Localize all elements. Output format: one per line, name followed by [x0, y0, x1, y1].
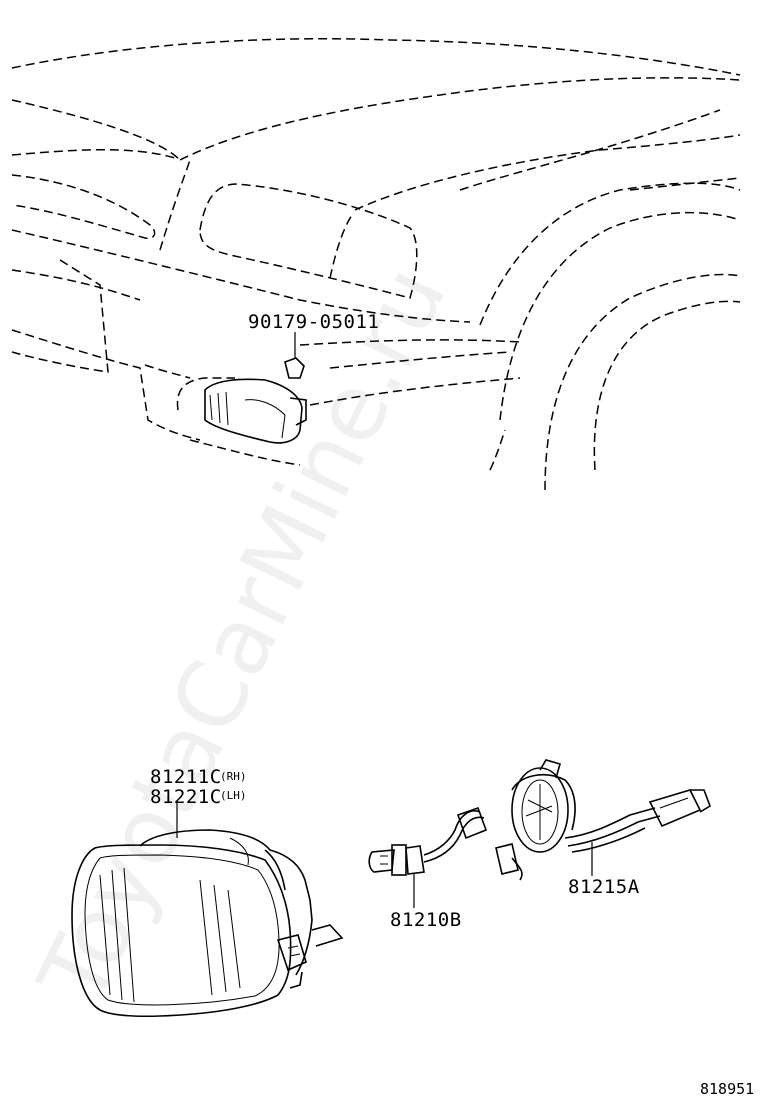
part-label-fog-lamp-rh: 81211C: [150, 766, 222, 788]
fog-lamp-assembly: [71, 829, 344, 1018]
reference-number: 818951: [700, 1080, 754, 1098]
part-label-socket-wire: 81215A: [568, 876, 640, 898]
part-label-fog-lamp-lh: 81221C: [150, 786, 222, 808]
rh-marker: (RH): [220, 770, 247, 783]
car-front-outline: [11, 38, 741, 491]
lh-marker: (LH): [220, 789, 247, 802]
part-label-bulb: 81210B: [390, 909, 462, 931]
part-label-nut: 90179-05011: [248, 311, 379, 333]
socket-and-wire: [495, 759, 711, 881]
bulb: [368, 806, 488, 876]
installed-fog-lamp: [204, 357, 307, 444]
